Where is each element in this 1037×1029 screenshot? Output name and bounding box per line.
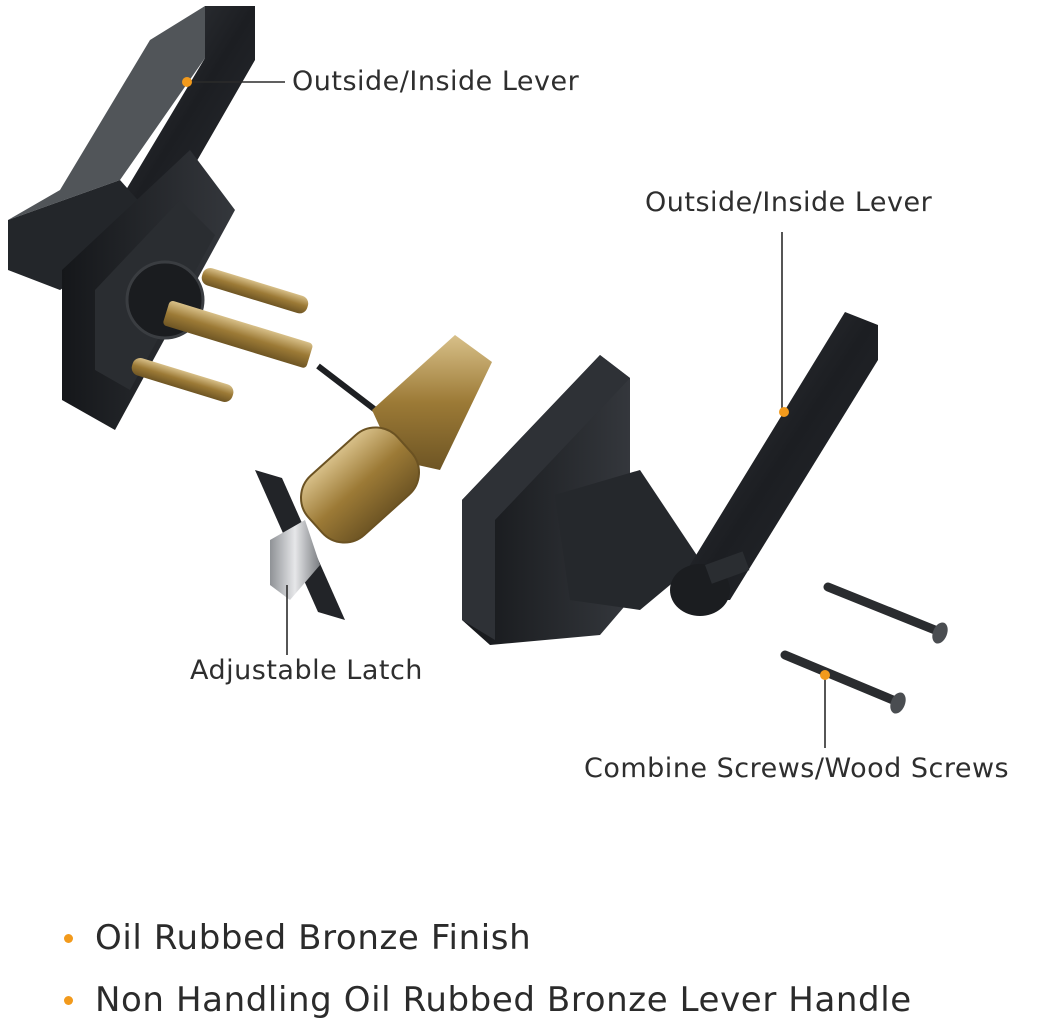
upper-screw-post: [201, 267, 309, 314]
latch-chassis: [372, 335, 492, 470]
upper-screw: [823, 582, 940, 635]
right-lever-assembly: [462, 232, 878, 645]
label-combine-screws: Combine Screws/Wood Screws: [584, 753, 1010, 784]
lower-screw-head: [890, 692, 906, 714]
upper-screw-head: [932, 622, 948, 644]
label-outside-inside-lever-right: Outside/Inside Lever: [645, 187, 933, 218]
feature-item: Oil Rubbed Bronze Finish: [64, 918, 531, 958]
latch-body: [300, 426, 420, 544]
drive-tail: [316, 363, 384, 418]
label-outside-inside-lever-top: Outside/Inside Lever: [292, 66, 580, 97]
lower-screw: [780, 650, 898, 705]
feature-text: Non Handling Oil Rubbed Bronze Lever Han…: [95, 980, 912, 1020]
bullet-dot-icon: [64, 995, 73, 1005]
right-lever-tab: [705, 551, 750, 584]
right-rose-face: [462, 355, 630, 640]
latch-bolt: [270, 520, 320, 600]
callout-dot-top-lever: [182, 77, 192, 87]
callout-dot-screws: [820, 670, 830, 680]
top-lever-front: [8, 180, 160, 290]
callout-dot-right-lever: [779, 407, 789, 417]
lower-screw-post: [131, 357, 234, 402]
right-lever-neck: [555, 470, 700, 610]
label-adjustable-latch: Adjustable Latch: [190, 655, 423, 686]
top-lever-top-face: [8, 6, 205, 220]
latch-assembly: [255, 335, 492, 655]
top-left-lever-assembly: [8, 6, 384, 430]
spindle-bar: [163, 300, 313, 368]
screws: [780, 582, 948, 748]
feature-item: Non Handling Oil Rubbed Bronze Lever Han…: [64, 980, 912, 1020]
bullet-dot-icon: [64, 933, 73, 943]
right-lever-arm: [690, 312, 878, 600]
top-lever-arm: [120, 6, 255, 225]
feature-text: Oil Rubbed Bronze Finish: [95, 918, 532, 958]
